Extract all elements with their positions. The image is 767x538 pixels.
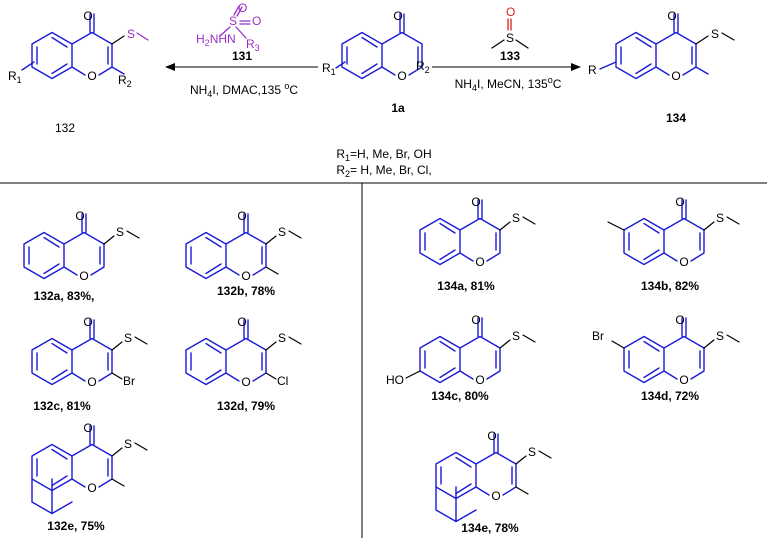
o: O (87, 375, 96, 389)
p134-carbonyl-o: O (667, 9, 676, 23)
s: S (124, 437, 132, 451)
conditions-left: NH4I, DMAC,135 oC (190, 81, 298, 99)
product-label: 132b, 78% (217, 284, 275, 298)
product-label: 132c, 81% (33, 399, 91, 413)
product-label: 134c, 80% (431, 389, 489, 403)
p134-r: R (588, 63, 597, 77)
reagent-131-id: 131 (232, 49, 252, 63)
s: S (512, 211, 520, 225)
o: O (75, 209, 84, 223)
sulfur-atom: S (127, 27, 135, 41)
conditions-right: NH4I, MeCN, 135oC (455, 75, 562, 93)
product-left-label: 132 (55, 121, 75, 135)
s: S (278, 331, 286, 345)
r1-label: R1 (8, 69, 22, 85)
o: O (675, 313, 684, 327)
reagent-131-o1: O (238, 1, 247, 15)
product-label: 132a, 83%, (34, 289, 95, 303)
reagent-131-h2nhn: H2NHN (196, 32, 236, 48)
product-label: 132e, 75% (47, 519, 105, 533)
substrate-carbonyl-o: O (393, 9, 402, 23)
product-label: 134d, 72% (641, 389, 699, 403)
reagent-131: O S O H2NHN R3 131 (196, 1, 261, 63)
s: S (124, 331, 132, 345)
product-134b: O O S 134b, 82% (607, 195, 740, 293)
o: O (237, 315, 246, 329)
o: O (471, 195, 480, 209)
product-132d: O O S Cl 132d, 79% (185, 315, 302, 413)
o: O (241, 375, 250, 389)
substituent: HO (386, 373, 404, 387)
product-134e: O O S 134e, 78% (435, 429, 552, 535)
substituent: Br (592, 329, 604, 343)
product-132a: O O S 132a, 83%, (23, 209, 140, 303)
product-132-general: O O S R2 R1 132 (8, 9, 149, 135)
product-134d: O O S Br 134d, 72% (592, 313, 740, 403)
s: S (716, 329, 724, 343)
product-label: 134e, 78% (461, 521, 519, 535)
o: O (83, 421, 92, 435)
o: O (87, 481, 96, 495)
s: S (528, 445, 536, 459)
ring-o: O (87, 69, 96, 83)
o: O (675, 195, 684, 209)
reagent-133-o: O (506, 5, 515, 19)
substrate-ring-o: O (397, 69, 406, 83)
product-132c: O O S Br 132c, 81% (31, 315, 148, 413)
substituent: Cl (277, 374, 288, 388)
product-label: 134b, 82% (641, 279, 699, 293)
o: O (83, 315, 92, 329)
scope-r1: R1=H, Me, Br, OH (336, 147, 431, 163)
carbonyl-o: O (83, 9, 92, 23)
substituent: Br (123, 374, 135, 388)
r2-label: R2 (118, 73, 132, 89)
o: O (471, 313, 480, 327)
p134-ring-o: O (671, 69, 680, 83)
product-134a: O O S 134a, 81% (419, 195, 536, 293)
product-132e: O O S 132e, 75% (31, 421, 148, 533)
product-label: 134a, 81% (437, 279, 495, 293)
substrate-1a: O O R1 R2 1a (322, 9, 430, 115)
product-132b: O O S 132b, 78% (185, 209, 302, 298)
o: O (79, 269, 88, 283)
o: O (487, 429, 496, 443)
reagent-131-o2: O (252, 14, 261, 28)
reagent-133: O S 133 (491, 5, 529, 63)
o: O (241, 269, 250, 283)
s: S (512, 329, 520, 343)
reagent-131-s: S (229, 14, 237, 28)
substrate-label: 1a (391, 101, 405, 115)
s: S (116, 225, 124, 239)
reagent-133-s: S (506, 31, 514, 45)
o: O (237, 209, 246, 223)
p134-s: S (711, 27, 719, 41)
o: O (679, 373, 688, 387)
s: S (278, 225, 286, 239)
product-134c: O O S HO 134c, 80% (386, 313, 536, 403)
scope-r2: R2= H, Me, Br, Cl, (336, 163, 431, 179)
o: O (475, 373, 484, 387)
reagent-133-id: 133 (500, 49, 520, 63)
s: S (716, 211, 724, 225)
product-label: 132d, 79% (217, 399, 275, 413)
substrate-r1: R1 (322, 61, 336, 77)
substrate-r2: R2 (416, 59, 430, 75)
product-134-general: O O S R 134 (588, 9, 735, 125)
o: O (491, 489, 500, 503)
o: O (679, 255, 688, 269)
o: O (475, 255, 484, 269)
product-right-label: 134 (666, 111, 686, 125)
